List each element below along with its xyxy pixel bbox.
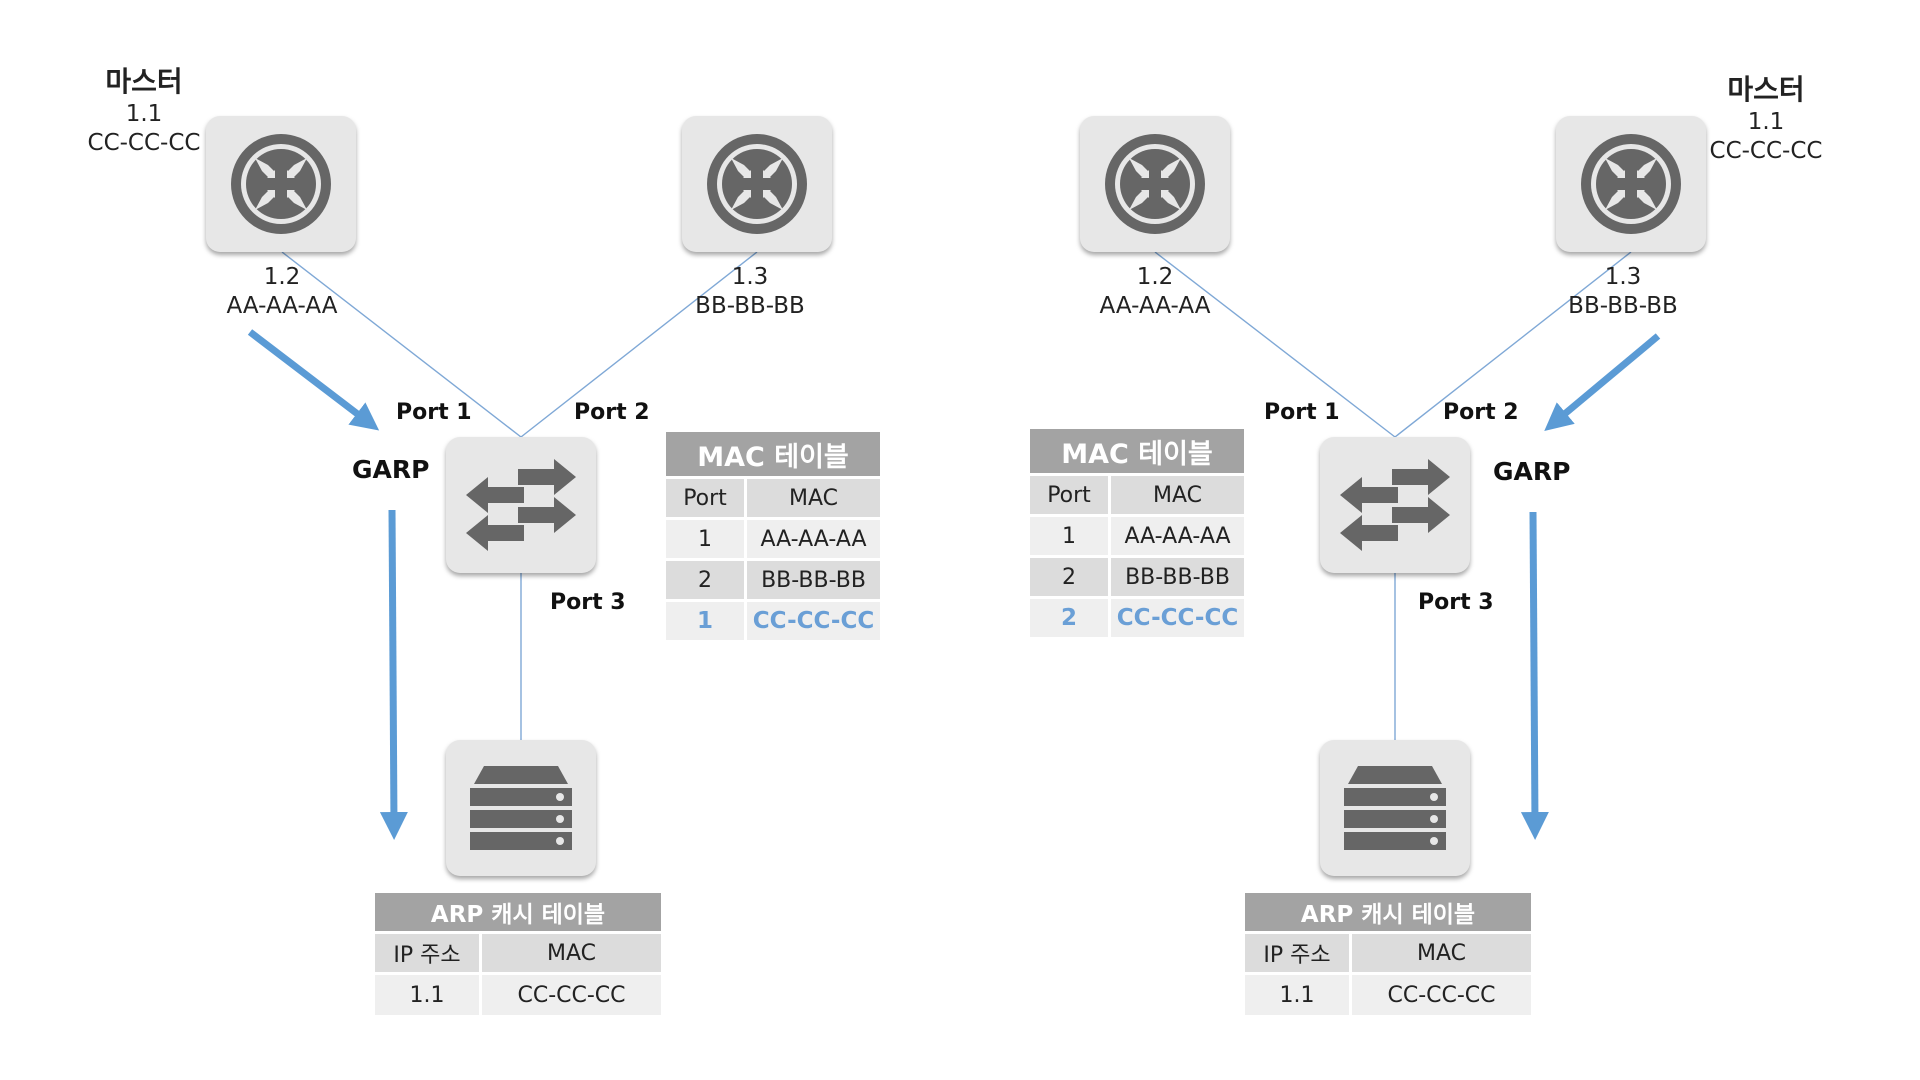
right-router-a-mac: AA-AA-AA: [1099, 293, 1211, 319]
right-arp-table-title: ARP 캐시 테이블: [1245, 893, 1531, 934]
left-arp-table-header-mac: MAC: [482, 934, 661, 975]
right-server: [1320, 740, 1470, 876]
router-icon: [1581, 134, 1681, 234]
left-mac-table-cell: BB-BB-BB: [747, 561, 880, 602]
right-arp-table-cell: CC-CC-CC: [1352, 975, 1531, 1018]
right-master-router: [1556, 116, 1706, 252]
right-garp-arrow-in: [1544, 333, 1661, 431]
right-switch: [1320, 437, 1470, 573]
right-mac-table-cell: 1: [1030, 517, 1111, 558]
right-mac-table-header-port: Port: [1030, 476, 1111, 517]
left-router-b-label: 1.3 BB-BB-BB: [680, 263, 820, 321]
left-mac-table-cell: AA-AA-AA: [747, 520, 880, 561]
right-mac-table: MAC 테이블 Port MAC 1 AA-AA-AA 2 BB-BB-BB 2…: [1030, 429, 1244, 640]
server-icon: [1344, 766, 1446, 850]
right-arp-table: ARP 캐시 테이블 IP 주소 MAC 1.1 CC-CC-CC: [1245, 893, 1531, 1018]
right-router-b-mac: BB-BB-BB: [1568, 293, 1678, 319]
right-master-title: 마스터: [1727, 73, 1805, 106]
right-port-1: Port 1: [1264, 400, 1340, 425]
left-server: [446, 740, 596, 876]
left-garp-arrow-down: [379, 509, 408, 840]
left-mac-table-header-mac: MAC: [747, 479, 880, 520]
right-port-3: Port 3: [1418, 590, 1494, 615]
left-port-1: Port 1: [396, 400, 472, 425]
right-mac-table-cell: BB-BB-BB: [1111, 558, 1244, 599]
right-backup-router: [1080, 116, 1230, 252]
left-port-2: Port 2: [574, 400, 650, 425]
right-router-b-ip: 1.3: [1604, 264, 1642, 290]
right-mac-table-title: MAC 테이블: [1030, 429, 1244, 476]
right-router-a-ip: 1.2: [1136, 264, 1174, 290]
left-switch: [446, 437, 596, 573]
left-router-a-ip: 1.2: [263, 264, 301, 290]
left-mac-table-cell-new: 1: [666, 602, 747, 643]
left-link-router-a-switch: [281, 251, 522, 438]
left-backup-router: [682, 116, 832, 252]
left-router-a-label: 1.2 AA-AA-AA: [212, 263, 352, 321]
right-router-a-label: 1.2 AA-AA-AA: [1085, 263, 1225, 321]
right-arp-table-cell: 1.1: [1245, 975, 1352, 1018]
left-link-router-b-switch: [520, 251, 758, 438]
right-mac-table-cell-new: CC-CC-CC: [1111, 599, 1244, 640]
left-arp-table-title: ARP 캐시 테이블: [375, 893, 661, 934]
left-garp-label: GARP: [352, 455, 430, 484]
left-master-label: 마스터 1.1 CC-CC-CC: [64, 64, 224, 158]
left-master-router: [206, 116, 356, 252]
router-icon: [1105, 134, 1205, 234]
left-garp-arrow-in: [247, 329, 380, 431]
left-mac-table-cell: 2: [666, 561, 747, 602]
right-link-router-a-switch: [1154, 251, 1396, 438]
switch-icon: [1340, 459, 1450, 551]
left-arp-table-cell: 1.1: [375, 975, 482, 1018]
left-arp-table-header-ip: IP 주소: [375, 934, 482, 975]
right-arp-table-header-mac: MAC: [1352, 934, 1531, 975]
right-master-ip: 1.1: [1747, 109, 1785, 135]
right-mac-table-header-mac: MAC: [1111, 476, 1244, 517]
left-master-title: 마스터: [105, 65, 183, 98]
left-mac-table-title: MAC 테이블: [666, 432, 880, 479]
right-master-label: 마스터 1.1 CC-CC-CC: [1686, 72, 1846, 166]
right-mac-table-cell: 2: [1030, 558, 1111, 599]
right-mac-table-cell: AA-AA-AA: [1111, 517, 1244, 558]
left-router-b-ip: 1.3: [731, 264, 769, 290]
right-link-router-b-switch: [1394, 251, 1632, 438]
left-master-ip: 1.1: [125, 101, 163, 127]
left-mac-table-cell-new: CC-CC-CC: [747, 602, 880, 643]
right-mac-table-cell-new: 2: [1030, 599, 1111, 640]
server-icon: [470, 766, 572, 850]
left-mac-table-cell: 1: [666, 520, 747, 561]
left-arp-table: ARP 캐시 테이블 IP 주소 MAC 1.1 CC-CC-CC: [375, 893, 661, 1018]
right-master-mac: CC-CC-CC: [1709, 138, 1823, 164]
router-icon: [231, 134, 331, 234]
right-garp-arrow-down: [1520, 511, 1549, 840]
left-router-b-mac: BB-BB-BB: [695, 293, 805, 319]
left-port-3: Port 3: [550, 590, 626, 615]
left-mac-table: MAC 테이블 Port MAC 1 AA-AA-AA 2 BB-BB-BB 1…: [666, 432, 880, 643]
right-arp-table-header-ip: IP 주소: [1245, 934, 1352, 975]
switch-icon: [466, 459, 576, 551]
router-icon: [707, 134, 807, 234]
left-master-mac: CC-CC-CC: [87, 130, 201, 156]
right-port-2: Port 2: [1443, 400, 1519, 425]
left-mac-table-header-port: Port: [666, 479, 747, 520]
left-arp-table-cell: CC-CC-CC: [482, 975, 661, 1018]
right-router-b-label: 1.3 BB-BB-BB: [1553, 263, 1693, 321]
right-garp-label: GARP: [1493, 457, 1571, 486]
left-router-a-mac: AA-AA-AA: [226, 293, 338, 319]
